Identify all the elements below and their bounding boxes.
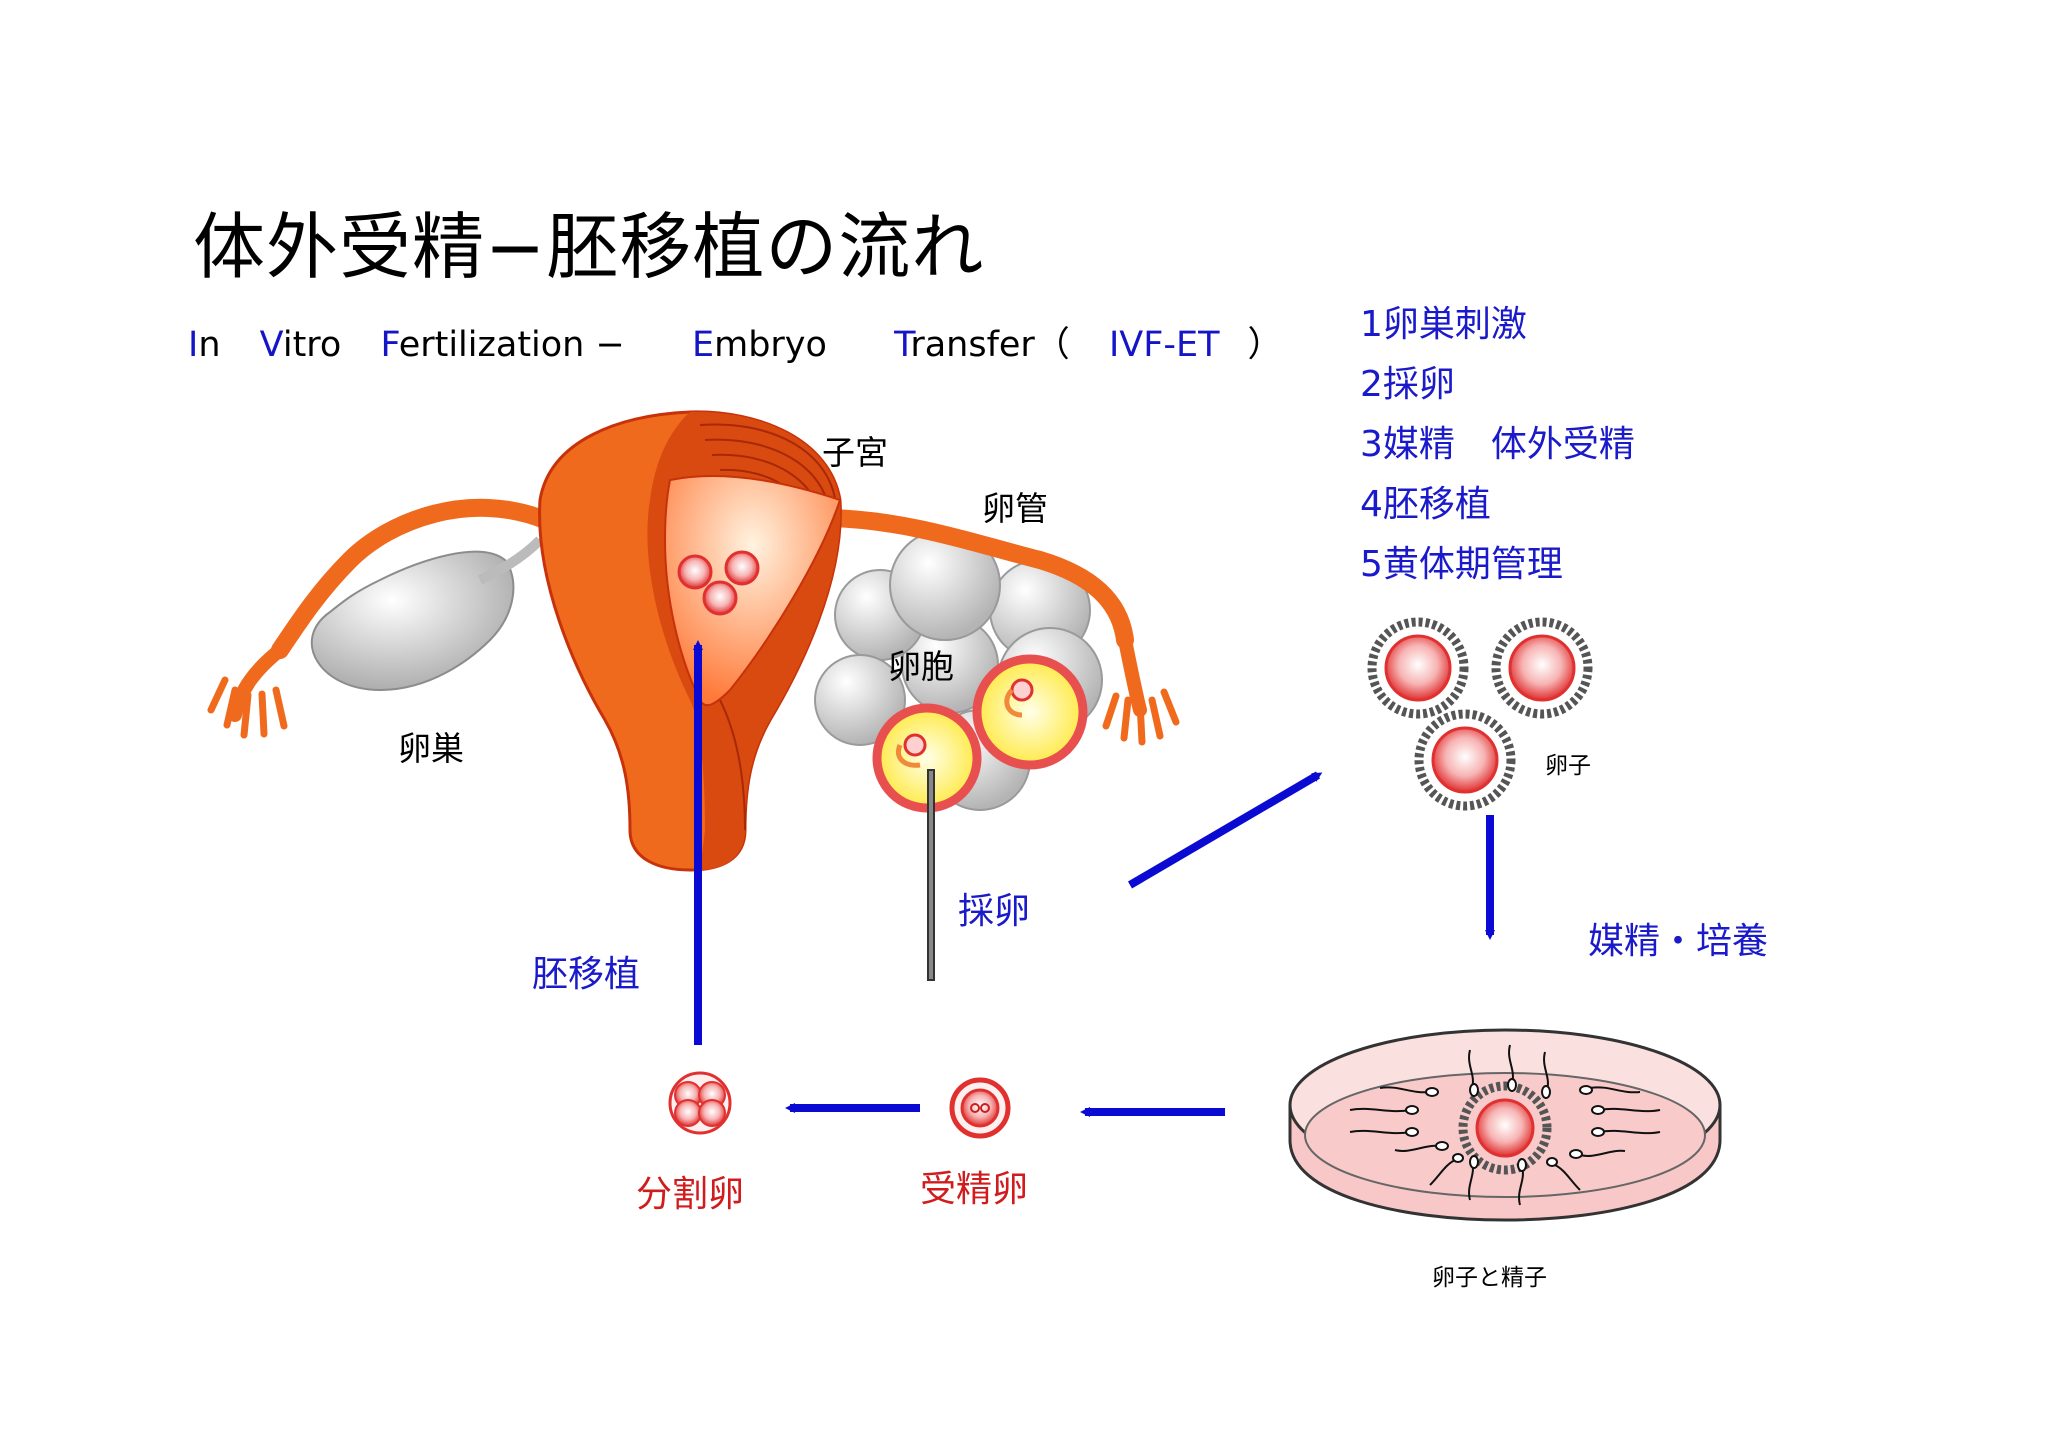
fertilized-egg [949, 1077, 1011, 1139]
page-title: 体外受精−胚移植の流れ [193, 205, 985, 289]
step-item: 5黄体期管理 [1360, 544, 1563, 585]
step-item: 3媒精 体外受精 [1360, 424, 1635, 465]
retrieval-needle [927, 769, 935, 981]
step-item: 2採卵 [1360, 364, 1455, 405]
label-fertilized-egg: 受精卵 [920, 1169, 1029, 1210]
follicle-cluster [814, 529, 1103, 813]
right-fallopian-tube [821, 509, 1180, 746]
label-insemination-culture: 媒精・培養 [1588, 921, 1769, 962]
label-follicle: 卵胞 [888, 647, 954, 686]
label-fallopian-tube: 卵管 [982, 489, 1048, 528]
left-ovary [310, 536, 544, 692]
label-cleaved-egg: 分割卵 [636, 1174, 745, 1215]
label-embryo-transfer: 胚移植 [532, 954, 641, 995]
oocyte [1414, 709, 1516, 811]
step-item: 1卵巣刺激 [1360, 304, 1527, 345]
label-ovary: 卵巣 [398, 729, 464, 768]
subtitle: In Vitro Fertilization − Embryo Transfer… [188, 325, 1283, 365]
label-oocyte: 卵子 [1545, 753, 1591, 779]
arrow-egg-retrieval [1127, 771, 1323, 889]
step-list: 1卵巣刺激 2採卵 3媒精 体外受精 4胚移植 5黄体期管理 [1360, 295, 1635, 595]
step-item: 4胚移植 [1360, 484, 1491, 525]
label-egg-retrieval: 採卵 [958, 891, 1031, 932]
embryo-in-uterus [677, 550, 760, 616]
uterus [538, 410, 842, 872]
oocyte [1367, 617, 1469, 719]
oocyte [1491, 617, 1593, 719]
mature-follicle [872, 703, 982, 813]
left-fallopian-tube [207, 498, 554, 739]
cleaved-egg [668, 1071, 732, 1135]
sperm-group [1349, 1044, 1661, 1206]
mature-follicle [972, 654, 1088, 770]
petri-dish [1288, 1028, 1722, 1222]
label-dish: 卵子と精子 [1432, 1265, 1547, 1291]
label-uterus: 子宮 [822, 433, 888, 472]
